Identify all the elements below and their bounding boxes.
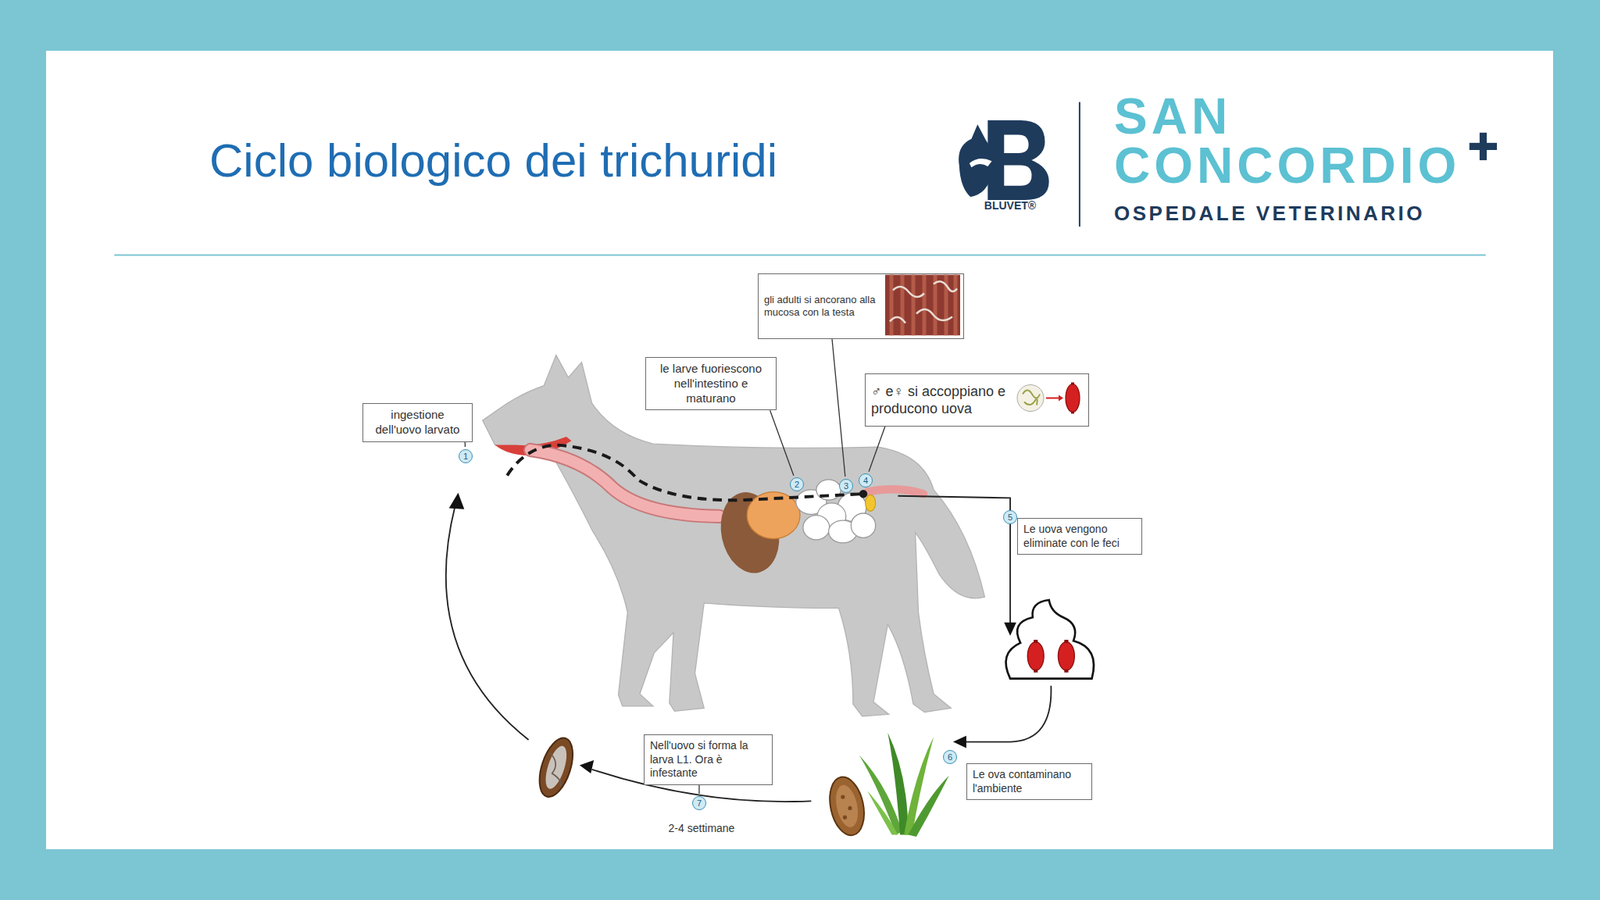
note-text: ♂ e♀ si accoppiano e producono uova <box>871 382 1012 418</box>
picture-part <box>1071 411 1075 415</box>
note-box: ingestione dell'uovo larvato <box>362 403 473 443</box>
diagram-title: Ciclo biologico dei trichuridi <box>209 132 778 190</box>
picture-part <box>892 286 925 297</box>
egg-larva <box>541 743 572 792</box>
egg-content <box>832 782 862 829</box>
note-picture <box>1016 378 1086 422</box>
picture-part <box>1022 390 1040 406</box>
note-text: le larve fuoriescono nell'intestino e ma… <box>651 361 771 406</box>
egg-texture <box>847 806 852 811</box>
egg-plug <box>1033 639 1038 643</box>
arrowhead <box>449 492 465 510</box>
egg-red <box>1057 642 1075 672</box>
egg-shell <box>532 733 579 801</box>
note-box: Le ova contaminano l'ambiente <box>966 763 1093 800</box>
leader-line <box>698 785 700 795</box>
leader-line <box>770 410 794 475</box>
parasite-route <box>507 444 863 500</box>
note-box: ♂ e♀ si accoppiano e producono uova <box>864 373 1090 427</box>
picture-part <box>916 309 953 321</box>
note-text: Nell'uovo si forma la larva L1. Ora è in… <box>650 739 767 781</box>
egg-texture <box>842 815 847 820</box>
grass-blade <box>887 732 908 836</box>
picture-part <box>933 281 958 292</box>
egg-plug <box>1064 639 1068 643</box>
feces <box>1006 600 1094 679</box>
grass-blade <box>867 790 898 835</box>
logo-b <box>987 120 1049 200</box>
note-box: le larve fuoriescono nell'intestino e ma… <box>645 357 777 411</box>
caecum <box>865 494 876 511</box>
callout-number: 5 <box>1003 510 1018 525</box>
duration-label: 2-4 settimane <box>668 821 736 836</box>
logo-eye <box>969 158 993 168</box>
picture-part <box>1046 397 1059 400</box>
picture-part <box>1017 385 1044 412</box>
logo-b-hole <box>1003 134 1029 154</box>
colon <box>867 489 924 494</box>
bluvet-logo <box>958 120 1050 200</box>
note-text: Le ova contaminano l'ambiente <box>972 767 1086 796</box>
esophagus-outline <box>530 450 720 517</box>
logo-subtitle: OSPEDALE VETERINARIO <box>1114 201 1425 226</box>
note-box: Nell'uovo si forma la larva L1. Ora è in… <box>643 734 773 786</box>
leader-line <box>464 442 466 448</box>
arrowheads <box>449 492 1017 774</box>
note-picture <box>885 275 961 339</box>
arrowhead <box>1003 622 1017 636</box>
intestine-loop <box>803 515 830 540</box>
egg-red <box>1027 642 1044 672</box>
arrowhead <box>953 735 967 749</box>
logo-text: SAN <box>1114 91 1232 142</box>
picture-part <box>1071 382 1075 386</box>
egg-plug <box>1064 669 1068 673</box>
egg-texture <box>840 794 845 799</box>
callout-number: 6 <box>942 750 958 765</box>
logo-brand: BLUVET® <box>984 200 1036 211</box>
leader-line <box>868 426 886 472</box>
callout-number: 4 <box>858 473 873 488</box>
note-text: gli adulti si ancorano alla mucosa con l… <box>764 293 878 320</box>
picture-part <box>1065 384 1080 413</box>
feces-outline <box>1006 600 1094 679</box>
plus-bar <box>1469 142 1497 150</box>
logo-pet-head <box>958 124 993 197</box>
larva-line <box>550 753 561 786</box>
small-intestine <box>796 479 876 543</box>
grass <box>859 732 950 837</box>
callout-number: 1 <box>458 449 473 464</box>
logo-separator <box>1078 102 1081 227</box>
picture-part <box>885 275 961 336</box>
arrowhead <box>579 760 594 774</box>
route-end <box>859 489 868 498</box>
picture-part <box>885 275 961 336</box>
header-rule <box>114 253 1486 256</box>
callout-number: 2 <box>789 477 804 492</box>
esophagus <box>530 450 720 517</box>
embryonated-egg <box>825 773 870 839</box>
note-text: ingestione dell'uovo larvato <box>368 407 467 438</box>
cycle-arrow <box>446 506 529 740</box>
intestine-loop <box>850 513 875 538</box>
note-box: Le uova vengono eliminate con le feci <box>1017 517 1143 555</box>
note-text: Le uova vengono eliminate con le feci <box>1023 522 1136 550</box>
logo-b-hole <box>1003 165 1032 186</box>
callout-number: 7 <box>692 796 707 811</box>
logo-plus <box>1469 132 1497 161</box>
picture-part <box>1058 395 1064 402</box>
picture-part <box>1016 378 1086 418</box>
leader-line <box>832 339 846 477</box>
cycle-arrows <box>446 496 1052 802</box>
cycle-arrow <box>965 685 1052 743</box>
larvated-egg <box>532 733 579 801</box>
cycle-arrow <box>897 496 1011 625</box>
callout-number: 3 <box>839 478 854 493</box>
grass-blade <box>907 775 949 837</box>
note-box: gli adulti si ancorano alla mucosa con l… <box>757 273 965 340</box>
logo-text: CONCORDIO <box>1114 140 1461 191</box>
egg-shell <box>825 773 870 839</box>
egg-plug <box>1033 669 1038 673</box>
picture-part <box>889 317 906 324</box>
